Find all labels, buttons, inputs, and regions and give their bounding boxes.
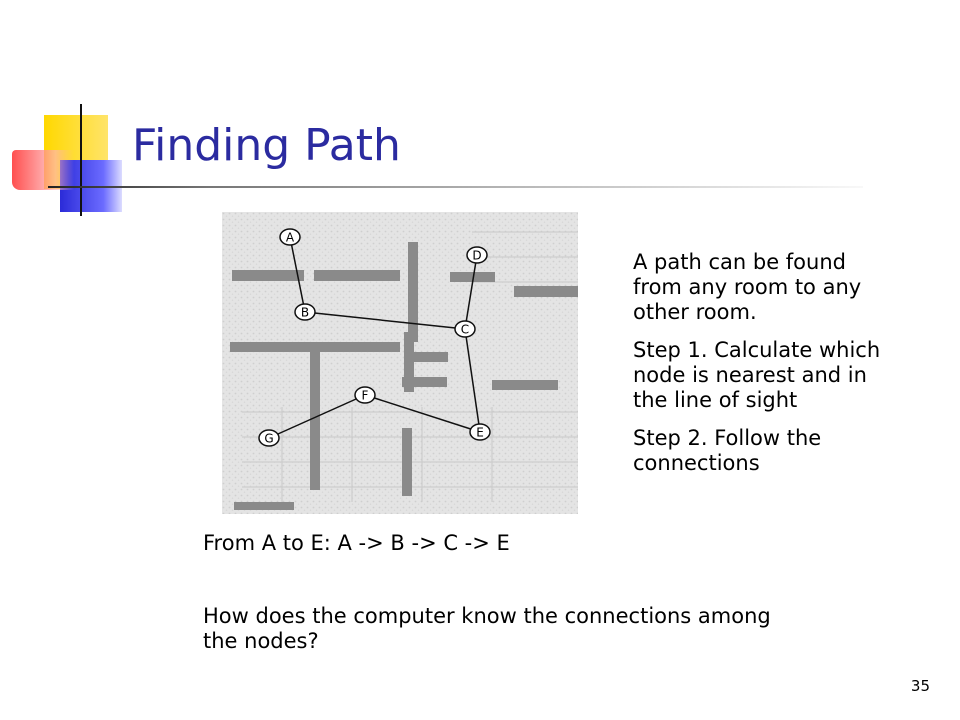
svg-text:C: C <box>461 323 469 337</box>
node-d: D <box>466 246 488 264</box>
discussion-question: How does the computer know the connectio… <box>203 604 771 653</box>
explanation-item: A path can be found from any room to any… <box>633 250 862 324</box>
svg-text:B: B <box>301 306 309 320</box>
edge-d-c <box>464 254 478 330</box>
edge-f-g <box>268 394 366 439</box>
svg-text:A: A <box>286 231 295 245</box>
edge-b-c <box>304 311 466 330</box>
slide-number: 35 <box>910 677 930 695</box>
svg-text:E: E <box>476 426 484 440</box>
graph-nodes: A B C D E F G <box>258 228 491 447</box>
node-g: G <box>258 429 280 447</box>
maze-walls <box>230 242 578 510</box>
svg-text:F: F <box>362 389 369 403</box>
explanation-item: Step 1. Calculate which node is nearest … <box>633 338 881 412</box>
edge-e-f <box>364 394 481 433</box>
node-f: F <box>354 386 376 404</box>
svg-text:G: G <box>264 432 273 446</box>
node-b: B <box>294 303 316 321</box>
route-example: From A to E: A -> B -> C -> E <box>203 531 510 555</box>
edge-c-e <box>464 328 481 433</box>
maze-diagram: A B C D E F G <box>222 212 578 514</box>
slide-title: Finding Path <box>132 120 401 171</box>
title-underline <box>48 186 863 188</box>
decor-vertical-line <box>80 104 82 216</box>
explanation-item: Step 2. Follow the connections <box>633 426 822 475</box>
svg-text:D: D <box>472 249 481 263</box>
decor-red-block <box>12 150 74 190</box>
edge-a-b <box>289 236 306 313</box>
explanation-list: A path can be found from any room to any… <box>633 250 893 489</box>
node-c: C <box>454 320 476 338</box>
node-a: A <box>279 228 301 246</box>
node-e: E <box>469 423 491 441</box>
maze-background <box>222 212 578 514</box>
node-connections <box>268 236 481 439</box>
